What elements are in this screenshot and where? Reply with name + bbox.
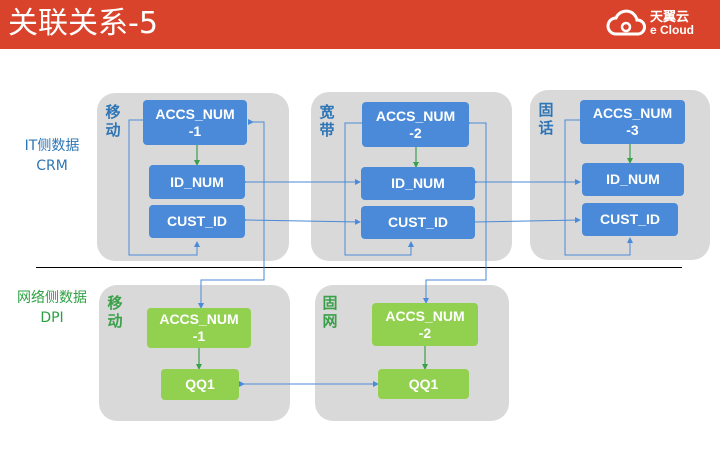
page-title: 关联关系-5 xyxy=(8,6,158,41)
cust-id-box-mobile: CUST_ID xyxy=(149,205,245,238)
qq-box-mobile-net: QQ1 xyxy=(161,369,239,400)
it-side-label-line1: IT侧数据 xyxy=(24,138,80,154)
net-side-label-line1: 网络侧数据 xyxy=(17,290,87,306)
cust-id-box-broadband: CUST_ID xyxy=(361,206,475,239)
id-num-box-mobile: ID_NUM xyxy=(149,165,245,199)
logo-text-cn: 天翼云 xyxy=(650,10,690,25)
accs-num-box-mobile: ACCS_NUM-1 xyxy=(143,100,247,145)
panel-label-fixed-it: 固话 xyxy=(538,101,554,137)
accs-num-box-fixednet: ACCS_NUM-2 xyxy=(372,303,478,346)
panel-label-mobile-it: 移动 xyxy=(105,103,121,139)
accs-num-box-mobile-net: ACCS_NUM-1 xyxy=(147,308,251,348)
panel-label-broadband-it: 宽带 xyxy=(319,103,335,139)
net-side-label-line2: DPI xyxy=(40,310,64,326)
header-bar: 关联关系-5 天翼云 e Cloud xyxy=(0,0,720,49)
qq-box-fixednet: QQ1 xyxy=(378,369,469,399)
cust-id-box-fixed: CUST_ID xyxy=(582,203,678,236)
cloud-icon xyxy=(606,9,646,36)
id-num-box-broadband: ID_NUM xyxy=(361,167,475,200)
panel-label-mobile-net: 移动 xyxy=(107,294,123,330)
it-side-label: IT侧数据 CRM xyxy=(20,136,84,176)
accs-num-box-fixed: ACCS_NUM-3 xyxy=(580,100,685,144)
net-side-label: 网络侧数据 DPI xyxy=(8,288,96,328)
brand-logo: 天翼云 e Cloud xyxy=(606,6,710,42)
panel-label-fixednet-net: 固网 xyxy=(322,294,338,330)
id-num-box-fixed: ID_NUM xyxy=(582,163,684,196)
section-divider xyxy=(36,267,682,268)
logo-text-en: e Cloud xyxy=(650,23,694,37)
accs-num-box-broadband: ACCS_NUM-2 xyxy=(362,102,469,147)
it-side-label-line2: CRM xyxy=(36,158,68,174)
